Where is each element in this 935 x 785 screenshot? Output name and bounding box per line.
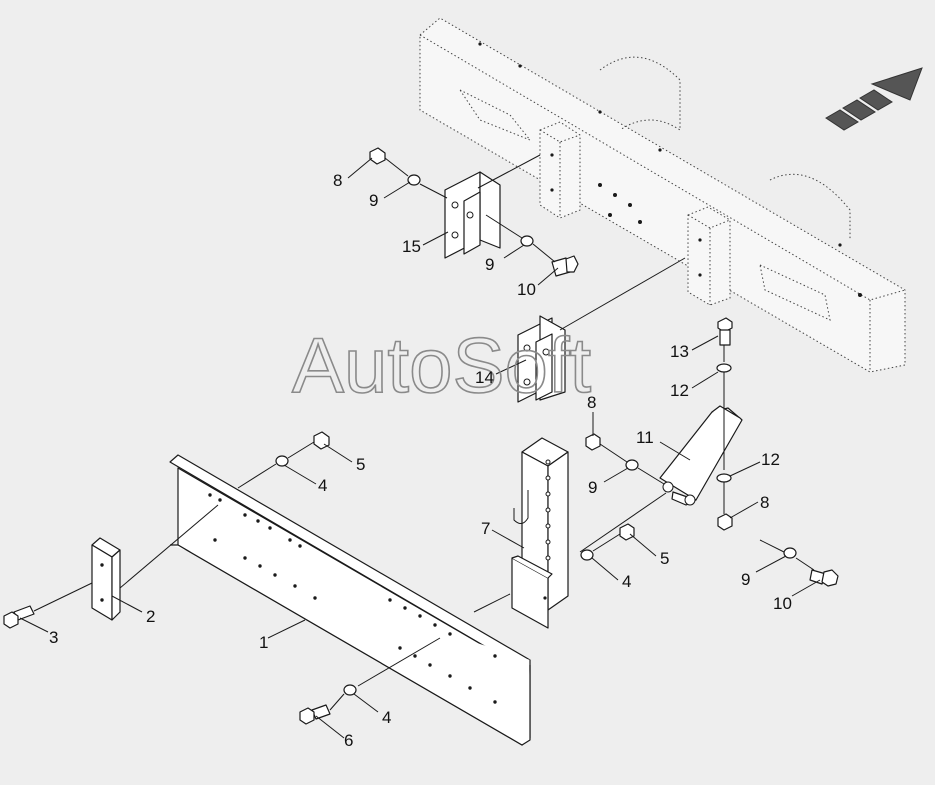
- callout-9: 9: [741, 570, 750, 589]
- callout-8: 8: [333, 171, 342, 190]
- washer-9-bottom: [783, 547, 797, 559]
- spacer-block-part-2: [91, 537, 121, 621]
- callout-10: 10: [517, 280, 536, 299]
- callout-12: 12: [670, 381, 689, 400]
- bracket-part-14: [517, 315, 566, 403]
- washer-4-bottom: [343, 684, 357, 696]
- nut-8-bottom: [717, 513, 733, 531]
- callout-12: 12: [761, 450, 780, 469]
- bracket-part-15: [444, 171, 501, 259]
- nut-8-mid: [585, 433, 601, 451]
- swing-arm-part-11: [659, 405, 743, 506]
- washer-4-top: [275, 455, 289, 467]
- callout-15: 15: [402, 237, 421, 256]
- callout-5: 5: [660, 549, 669, 568]
- callout-5: 5: [356, 455, 365, 474]
- vehicle-rear-crossmember: [419, 17, 906, 373]
- callout-8: 8: [760, 493, 769, 512]
- callout-4: 4: [622, 572, 631, 591]
- callout-11: 11: [636, 428, 654, 447]
- callout-labels: 1 2 3 4 4 4 5 5 6 7 8 8 8 9 9 9 9 10 10 …: [49, 171, 792, 750]
- washer-9-arm: [625, 459, 639, 471]
- vertical-post-part-7: [511, 437, 569, 629]
- callout-9: 9: [369, 191, 378, 210]
- callout-1: 1: [259, 633, 268, 652]
- callout-13: 13: [670, 342, 689, 361]
- nut-5-right: [619, 523, 635, 541]
- crossmember-bracket-left: [539, 121, 581, 219]
- washer-9-top: [407, 174, 421, 186]
- callout-2: 2: [146, 607, 155, 626]
- bolt-13: [717, 317, 733, 333]
- callout-10: 10: [773, 594, 792, 613]
- callout-9: 9: [485, 255, 494, 274]
- callout-leaders: [19, 157, 821, 739]
- callout-4: 4: [382, 708, 391, 727]
- callout-9: 9: [588, 478, 597, 497]
- hardware-fasteners: [3, 147, 839, 725]
- bolt-6: [311, 704, 331, 720]
- assembly-lines: [33, 154, 815, 711]
- callout-14: 14: [475, 368, 494, 387]
- callout-7: 7: [481, 519, 490, 538]
- nut-5-top: [313, 431, 330, 450]
- washer-9-mid: [520, 235, 534, 247]
- callout-6: 6: [344, 731, 353, 750]
- channel-beam-part-1: [169, 454, 531, 746]
- forward-direction-arrow-icon: [825, 67, 923, 131]
- watermark-text: AutoSoft: [292, 321, 592, 409]
- callout-8: 8: [587, 393, 596, 412]
- washer-4-right: [580, 549, 594, 561]
- crossmember-bracket-right: [687, 206, 731, 306]
- washer-12-bottom: [716, 473, 732, 483]
- callout-3: 3: [49, 628, 58, 647]
- callout-4: 4: [318, 476, 327, 495]
- nut-8-top: [369, 147, 386, 165]
- washer-12-top: [716, 363, 732, 373]
